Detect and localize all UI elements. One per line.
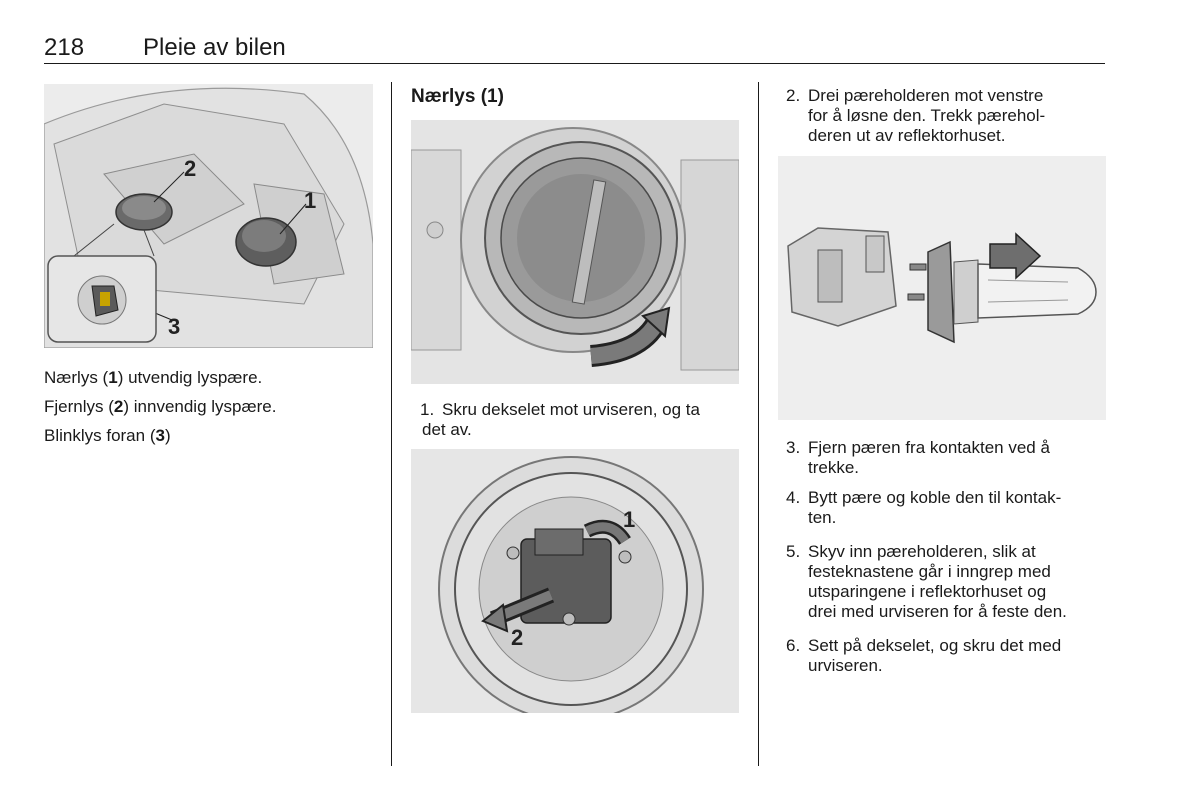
step-text: trekke.	[808, 458, 860, 477]
step-text: det av.	[422, 420, 472, 439]
step-text: Sett på dekselet, og skru det med	[808, 636, 1062, 655]
step-3: 3. Fjern pæren fra kontakten ved å trekk…	[786, 438, 1106, 478]
step-5: 5. Skyv inn pæreholderen, slik at festek…	[786, 542, 1106, 622]
step-text: Bytt pære og koble den til kontak-	[808, 488, 1062, 507]
caption-low-beam: Nærlys (1) utvendig lyspære.	[44, 368, 263, 387]
step-text: Skru dekselet mot urviseren, og ta	[442, 400, 700, 419]
step-text: Drei pæreholderen mot venstre	[808, 86, 1044, 105]
step-text: for å løsne den. Trekk pærehol-	[808, 106, 1046, 125]
step-text: deren ut av reflektorhuset.	[808, 126, 1006, 145]
header-rule	[44, 63, 1105, 64]
step-number: 6.	[786, 636, 801, 655]
step-number: 5.	[786, 542, 801, 561]
step-number: 3.	[786, 438, 801, 457]
section-title: Pleie av bilen	[143, 34, 286, 61]
step-text: Fjern pæren fra kontakten ved å	[808, 438, 1050, 457]
step-2: 2. Drei pæreholderen mot venstre for å l…	[786, 86, 1106, 148]
step-text: ten.	[808, 508, 837, 527]
bulb-removal-figure	[778, 156, 1106, 420]
column-divider-right	[758, 82, 759, 766]
step-number: 2.	[786, 86, 801, 105]
callout-1: 1	[623, 507, 635, 532]
step-text: Skyv inn pæreholderen, slik at	[808, 542, 1036, 561]
step-text: urviseren.	[808, 656, 883, 675]
section-heading-low-beam: Nærlys (1)	[411, 86, 504, 107]
bulb-holder-figure: 1 2	[411, 449, 739, 713]
caption-turn-signal: Blinklys foran (3)	[44, 426, 171, 445]
step-text: festeknastene går i inngrep med	[808, 562, 1051, 581]
step-6: 6. Sett på dekselet, og skru det med urv…	[786, 636, 1106, 676]
page-number: 218	[44, 34, 85, 61]
step-4: 4. Bytt pære og koble den til kontak- te…	[786, 488, 1106, 528]
step-number: 1.	[420, 400, 435, 419]
cover-removal-figure	[411, 120, 739, 384]
callout-3: 3	[168, 314, 180, 339]
headlamp-overview-figure: 2 1 3	[44, 84, 373, 348]
step-1: 1. Skru dekselet mot urviseren, og ta de…	[420, 400, 740, 440]
step-number: 4.	[786, 488, 801, 507]
caption-high-beam: Fjernlys (2) innvendig lyspære.	[44, 397, 277, 416]
callout-2: 2	[184, 156, 196, 181]
step-text: drei med urviseren for å feste den.	[808, 602, 1067, 621]
step-text: utsparingene i reflektorhuset og	[808, 582, 1047, 601]
callout-1: 1	[304, 188, 316, 213]
column-divider-left	[391, 82, 392, 766]
callout-2: 2	[511, 625, 523, 650]
